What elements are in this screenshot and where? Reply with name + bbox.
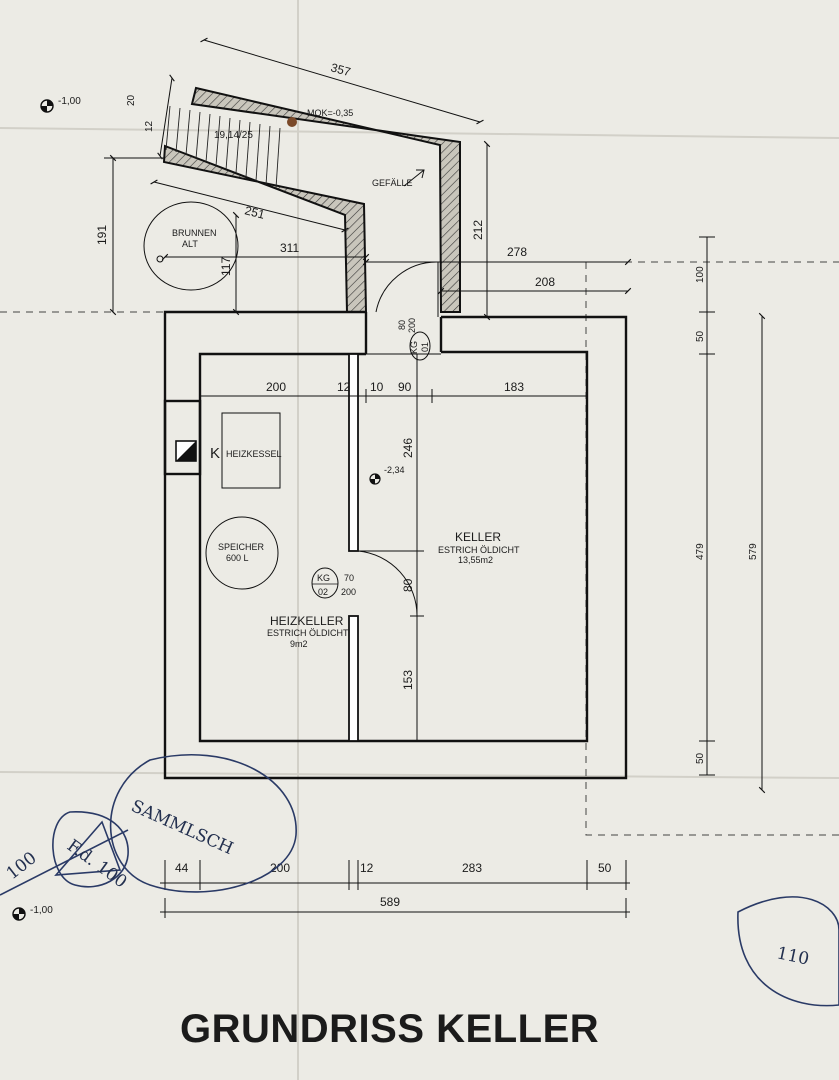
door-kg01-width: 80 <box>397 320 407 330</box>
dim-50-top: 50 <box>695 330 706 342</box>
brunnen-label-alt: ALT <box>182 239 198 249</box>
keller-floor: ESTRICH ÖLDICHT <box>438 545 520 555</box>
level-marker-bottom-left: -1,00 <box>12 905 53 921</box>
gefaelle-arrow-head <box>416 169 425 179</box>
dim-357: 357 <box>329 60 352 79</box>
stair-step-label: 19,14/25 <box>214 130 253 141</box>
door-swing-kg02 <box>357 550 418 617</box>
brunnen-label: BRUNNEN <box>172 228 217 238</box>
gefaelle-arrow <box>403 169 425 187</box>
partition-wall-lower <box>348 615 359 742</box>
dim-191: 191 <box>95 225 109 245</box>
drawing-title: GRUNDRISS KELLER <box>180 1007 599 1051</box>
dim-278: 278 <box>507 245 527 259</box>
dim-44: 44 <box>175 861 189 875</box>
dim-100: 100 <box>695 266 706 283</box>
door-kg02-width: 70 <box>344 573 354 583</box>
speicher-label: SPEICHER <box>218 542 265 552</box>
fold-line-horizontal-2 <box>0 771 839 779</box>
dim-200-bot: 200 <box>270 861 290 875</box>
dim-117: 117 <box>219 257 233 276</box>
gefaelle-label: GEFÄLLE <box>372 178 413 188</box>
floor-level-label: -2,34 <box>384 465 405 475</box>
dim-12-int: 12 <box>337 380 351 394</box>
dim-208: 208 <box>535 275 555 289</box>
dim-246: 246 <box>401 438 415 458</box>
dim-200-int: 200 <box>266 380 286 394</box>
door-tag-kg01: KG 01 80 200 <box>397 318 431 361</box>
dim-90-int: 90 <box>398 380 412 394</box>
dim-589: 589 <box>380 895 400 909</box>
door-tag-kg02: KG 02 70 200 <box>311 567 356 599</box>
speicher-tank <box>205 516 279 590</box>
heizkeller-name: HEIZKELLER <box>270 614 344 628</box>
dim-479: 479 <box>695 543 706 560</box>
dim-153: 153 <box>401 670 415 690</box>
dim-251: 251 <box>243 203 266 222</box>
dim-283: 283 <box>462 861 482 875</box>
dim-20: 20 <box>126 94 137 106</box>
keller-area: 13,55m2 <box>458 555 493 565</box>
door-tag-kg01-number: 01 <box>420 342 430 352</box>
level-bottom-left: -1,00 <box>30 905 53 916</box>
level-marker-top-left: -1,00 <box>40 96 81 113</box>
outer-wall-left-part <box>163 310 628 780</box>
dim-212: 212 <box>471 220 485 240</box>
dim-12-bot: 12 <box>360 861 374 875</box>
dim-50-bottom: 50 <box>695 752 706 764</box>
dim-80-door: 80 <box>401 578 415 592</box>
door-kg02-height: 200 <box>341 587 356 597</box>
dim-50-bot: 50 <box>598 861 612 875</box>
dimension-lines <box>104 37 766 918</box>
stair-wall-upper <box>190 86 461 313</box>
door-kg01-height: 200 <box>407 318 417 333</box>
heizkessel-label: HEIZKESSEL <box>226 449 282 459</box>
entry-level-label: MOK=-0,35 <box>307 108 353 118</box>
stain-mark <box>287 117 297 127</box>
partition-wall-upper <box>348 353 359 552</box>
floor-level-marker: -2,34 <box>369 465 405 485</box>
heizkeller-floor: ESTRICH ÖLDICHT <box>267 628 349 638</box>
door-tag-kg02-text: KG <box>317 573 330 583</box>
heizkeller-area: 9m2 <box>290 639 308 649</box>
inner-wall-outline <box>198 350 589 743</box>
speicher-volume: 600 L <box>226 553 249 563</box>
level-top-left: -1,00 <box>58 96 81 107</box>
dim-579: 579 <box>748 543 759 560</box>
door-tag-kg01-text: KG <box>409 341 419 354</box>
dim-311: 311 <box>280 241 299 255</box>
chimney-flue-fill <box>176 441 196 461</box>
dim-12-stair: 12 <box>144 120 155 132</box>
heizkessel <box>221 412 281 489</box>
keller-name: KELLER <box>455 530 501 544</box>
door-tag-kg02-number: 02 <box>318 587 328 597</box>
dashed-line-right <box>585 262 839 836</box>
chimney-label: K <box>210 445 220 462</box>
dim-183-int: 183 <box>504 380 524 394</box>
fold-line-horizontal <box>0 127 839 139</box>
chimney <box>163 399 202 476</box>
dim-10-int: 10 <box>370 380 384 394</box>
